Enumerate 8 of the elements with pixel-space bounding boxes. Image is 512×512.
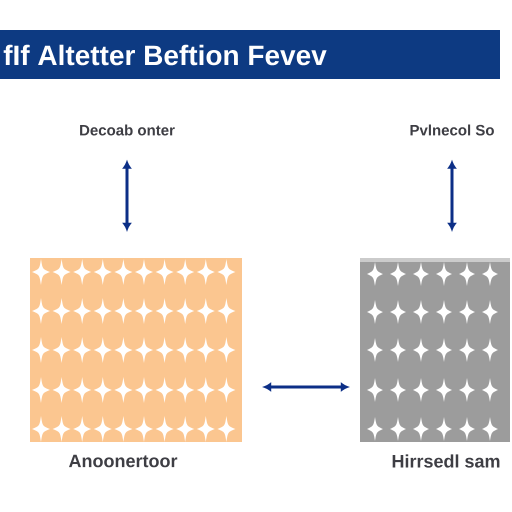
grid-caption: Hirrsedl sam xyxy=(392,454,500,468)
double-arrow xyxy=(448,161,456,230)
double-arrow xyxy=(264,383,348,391)
title-banner: fIf Altetter Beftion Fevev xyxy=(0,30,500,79)
column-heading: Pvlnecol So xyxy=(410,124,494,136)
column-heading: Decoab onter xyxy=(80,124,175,136)
double-arrow xyxy=(123,161,131,230)
grid-caption: Anoonertoor xyxy=(68,454,178,468)
